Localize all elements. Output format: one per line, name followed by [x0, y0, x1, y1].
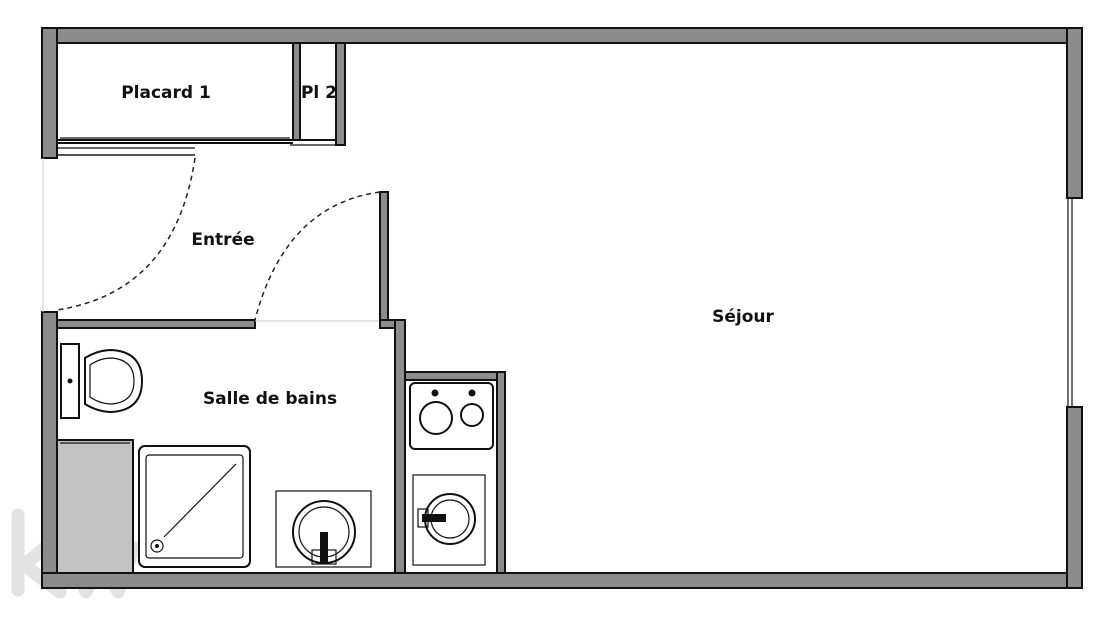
wall-right-upper [1066, 27, 1083, 199]
hob-knob-1 [431, 389, 439, 397]
bathroom-fixtures [56, 343, 372, 574]
bathroom-storage [56, 439, 134, 574]
wall-left-upper [41, 27, 58, 159]
wall-closet-2-right [335, 42, 346, 146]
hob-burner-large [419, 401, 453, 435]
wall-bottom [41, 572, 1083, 589]
label-placard-1: Placard 1 [121, 83, 211, 103]
wall-entree-sejour [379, 191, 389, 329]
wall-closet-partition [292, 42, 301, 141]
kitchen-faucet-icon [422, 514, 446, 522]
label-pl-2: Pl 2 [301, 83, 337, 103]
label-salle-de-bains: Salle de bains [203, 389, 337, 409]
kitchen-sink-outline [412, 474, 486, 566]
bathroom-walls [56, 191, 406, 574]
window-right [1067, 198, 1073, 407]
wall-left-lower [41, 311, 58, 589]
toilet-icon [60, 343, 144, 419]
washbasin-outline [275, 490, 372, 568]
shower-drain [150, 539, 164, 553]
entry-door [56, 154, 196, 311]
wall-kitchen-right [496, 371, 506, 574]
wall-top [41, 27, 1083, 44]
hob-knob-2 [468, 389, 476, 397]
wall-kitchen-top [404, 371, 506, 381]
outer-walls [41, 27, 1083, 589]
room-labels: Placard 1 Pl 2 Entrée Séjour Salle de ba… [121, 83, 774, 409]
washbasin-icon [275, 490, 372, 568]
label-sejour: Séjour [712, 307, 774, 327]
closets [56, 42, 346, 156]
wall-bathroom-top [56, 319, 256, 329]
wall-right-lower [1066, 406, 1083, 589]
shower-tray-icon [138, 445, 251, 568]
washbasin-faucet [320, 532, 328, 562]
hob-burner-small [460, 403, 484, 427]
kitchen-niche [404, 371, 506, 574]
bathroom-door [254, 191, 381, 321]
wall-bathroom-right [394, 319, 406, 574]
label-entree: Entrée [191, 230, 254, 250]
